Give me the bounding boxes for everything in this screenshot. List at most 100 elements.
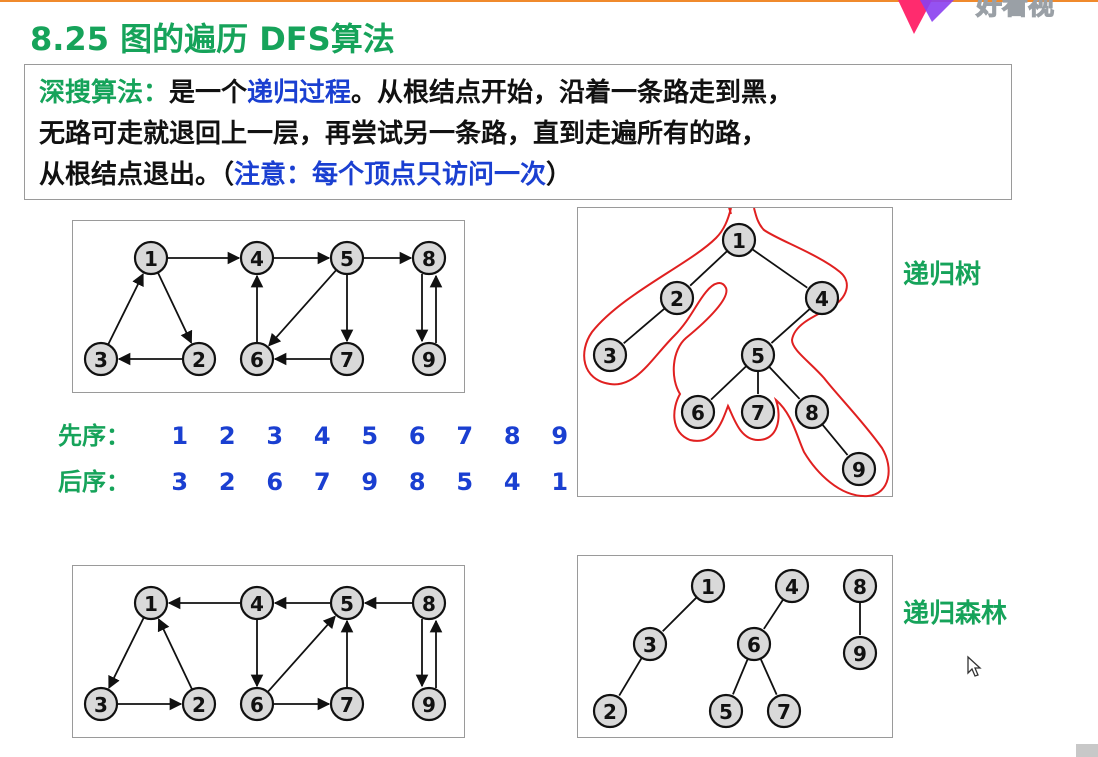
edge-4-6 <box>763 598 784 630</box>
node-2: 2 <box>659 280 695 316</box>
mouse-cursor-icon <box>967 655 982 677</box>
edge-8-9 <box>821 423 849 456</box>
postorder-value: 7 <box>313 468 331 496</box>
node-5: 5 <box>329 240 365 276</box>
node-4: 4 <box>774 568 810 604</box>
edge-6-7 <box>759 658 778 695</box>
node-1: 1 <box>133 585 169 621</box>
definition-text: 是一个 <box>169 78 248 108</box>
node-label: 2 <box>192 693 206 717</box>
edge-1-3 <box>662 596 698 632</box>
definition-note: 注意：每个顶点只访问一次 <box>234 160 547 190</box>
definition-highlight: 递归过程 <box>247 78 352 108</box>
node-2: 2 <box>181 341 217 377</box>
reversed-graph: 1 4 5 8 3 2 6 7 9 <box>83 585 447 722</box>
edge-3-1 <box>107 273 144 346</box>
node-label: 5 <box>719 700 733 724</box>
edge-1-2 <box>157 272 193 344</box>
node-5: 5 <box>708 693 744 729</box>
scrollbar-handle[interactable] <box>1076 744 1098 757</box>
node-label: 6 <box>747 633 761 657</box>
node-3: 3 <box>83 686 119 722</box>
node-4: 4 <box>239 240 275 276</box>
reversed-graph-panel: 1 4 5 8 3 2 6 7 9 <box>72 565 465 738</box>
node-label: 8 <box>853 575 867 599</box>
node-7: 7 <box>740 394 776 430</box>
traversal-path <box>583 208 890 498</box>
postorder-value: 2 <box>218 468 236 496</box>
traversal-entry-arrow <box>728 208 732 215</box>
node-8: 8 <box>794 394 830 430</box>
node-3: 3 <box>83 341 119 377</box>
definition-line-1: 深搜算法：是一个递归过程。从根结点开始，沿着一条路走到黑， <box>39 73 997 114</box>
recursion-tree-label: 递归树 <box>903 260 982 290</box>
definition-box: 深搜算法：是一个递归过程。从根结点开始，沿着一条路走到黑， 无路可走就退回上一层… <box>24 64 1012 200</box>
node-3: 3 <box>592 337 628 373</box>
postorder-value: 3 <box>171 468 189 496</box>
node-label: 1 <box>701 575 715 599</box>
preorder-value: 4 <box>313 422 331 450</box>
postorder-value: 6 <box>266 468 284 496</box>
node-label: 8 <box>422 247 436 271</box>
node-9: 9 <box>842 635 878 671</box>
node-label: 5 <box>340 592 354 616</box>
postorder-value: 8 <box>408 468 426 496</box>
node-label: 4 <box>815 287 829 311</box>
edge-5-8 <box>768 365 801 400</box>
node-9: 9 <box>411 686 447 722</box>
top-accent-rule <box>0 0 1098 2</box>
node-label: 7 <box>751 401 765 425</box>
node-label: 2 <box>192 348 206 372</box>
node-label: 1 <box>144 247 158 271</box>
watermark-logo: 好看视 <box>898 0 1055 34</box>
node-label: 9 <box>852 458 866 482</box>
node-7: 7 <box>766 693 802 729</box>
definition-text: 从根结点退出。（ <box>39 160 235 190</box>
node-label: 8 <box>805 401 819 425</box>
node-7: 7 <box>329 686 365 722</box>
node-label: 7 <box>340 693 354 717</box>
definition-line-3: 从根结点退出。（注意：每个顶点只访问一次） <box>39 155 997 196</box>
edge-6-5 <box>266 615 336 693</box>
slide-title: 8.25 图的遍历 DFS算法 <box>30 20 395 58</box>
postorder-value: 1 <box>551 468 569 496</box>
node-label: 4 <box>250 247 264 271</box>
edge-1-3 <box>108 616 145 689</box>
preorder-value: 9 <box>551 422 569 450</box>
edge-4-5 <box>770 307 811 344</box>
edge-5-6 <box>268 269 338 347</box>
node-label: 8 <box>422 592 436 616</box>
definition-term: 深搜算法： <box>39 78 170 108</box>
node-5: 5 <box>740 337 776 373</box>
postorder-value: 9 <box>361 468 379 496</box>
preorder-value: 8 <box>503 422 521 450</box>
node-6: 6 <box>239 686 275 722</box>
node-label: 9 <box>853 642 867 666</box>
preorder-value: 3 <box>266 422 284 450</box>
node-6: 6 <box>736 626 772 662</box>
preorder-value: 2 <box>218 422 236 450</box>
edge-2-1 <box>157 618 193 690</box>
preorder-label: 先序： <box>58 422 130 450</box>
node-8: 8 <box>411 585 447 621</box>
node-8: 8 <box>411 240 447 276</box>
node-5: 5 <box>329 585 365 621</box>
preorder-value: 7 <box>456 422 474 450</box>
definition-text: 。从根结点开始，沿着一条路走到黑， <box>351 78 794 108</box>
node-label: 9 <box>422 348 436 372</box>
preorder-value: 1 <box>171 422 189 450</box>
node-label: 5 <box>340 247 354 271</box>
postorder-label: 后序： <box>58 468 130 496</box>
node-3: 3 <box>632 626 668 662</box>
node-label: 3 <box>94 348 108 372</box>
node-4: 4 <box>239 585 275 621</box>
recursion-forest: 1 4 8 3 6 9 2 5 7 <box>592 568 878 729</box>
node-1: 1 <box>721 222 757 258</box>
edge-2-3 <box>623 307 666 345</box>
postorder-value: 4 <box>503 468 521 496</box>
node-label: 2 <box>603 700 617 724</box>
